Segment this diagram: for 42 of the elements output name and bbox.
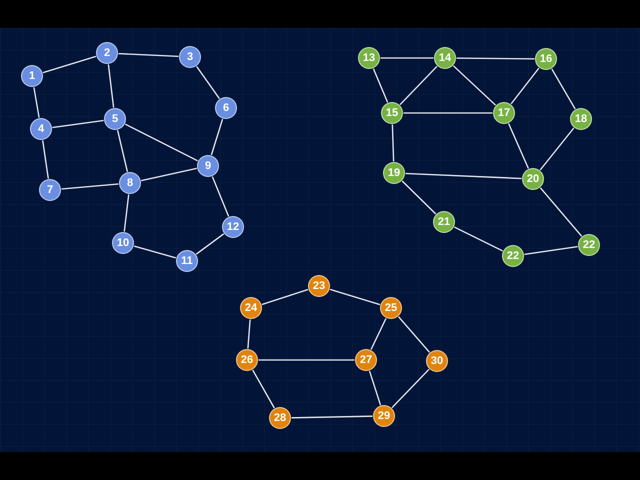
edge-line xyxy=(524,246,578,256)
edge-line xyxy=(508,123,529,169)
edge-line xyxy=(247,319,251,349)
edge-line xyxy=(372,68,388,103)
edge-line xyxy=(392,124,394,162)
edge-line xyxy=(252,370,275,408)
edge-line xyxy=(42,56,96,74)
edge-line xyxy=(368,370,382,406)
edge-line xyxy=(456,57,534,60)
edge-line xyxy=(291,416,373,418)
edge-line xyxy=(258,359,354,361)
edge-line xyxy=(405,172,522,180)
edge-line xyxy=(212,176,230,217)
edge-line xyxy=(141,168,197,182)
edge-line xyxy=(370,318,387,350)
edge-line xyxy=(61,183,119,190)
edge-line xyxy=(124,194,130,232)
edge-line xyxy=(33,87,40,118)
edge-line xyxy=(392,368,430,408)
edge-line xyxy=(510,68,540,104)
edge-line xyxy=(454,226,503,252)
edge-line xyxy=(108,64,114,108)
edge-line xyxy=(380,57,434,59)
edge-line xyxy=(398,316,430,353)
edge-line xyxy=(118,52,179,58)
edge-line xyxy=(404,112,492,114)
edge-line xyxy=(42,140,49,179)
edge-line xyxy=(551,68,576,110)
edge-line xyxy=(125,124,198,162)
edge-line xyxy=(540,187,582,237)
edge-line xyxy=(540,128,574,170)
edge-line xyxy=(52,120,104,128)
edge-line xyxy=(196,66,220,99)
edge-line xyxy=(330,288,380,306)
edge-line xyxy=(196,233,224,255)
edge-line xyxy=(400,66,438,106)
edge-line xyxy=(210,118,224,156)
edge-line xyxy=(134,245,176,259)
edge-line xyxy=(452,65,496,106)
edge-line xyxy=(402,180,436,214)
edge-line xyxy=(116,130,128,172)
edge-line xyxy=(262,288,308,306)
